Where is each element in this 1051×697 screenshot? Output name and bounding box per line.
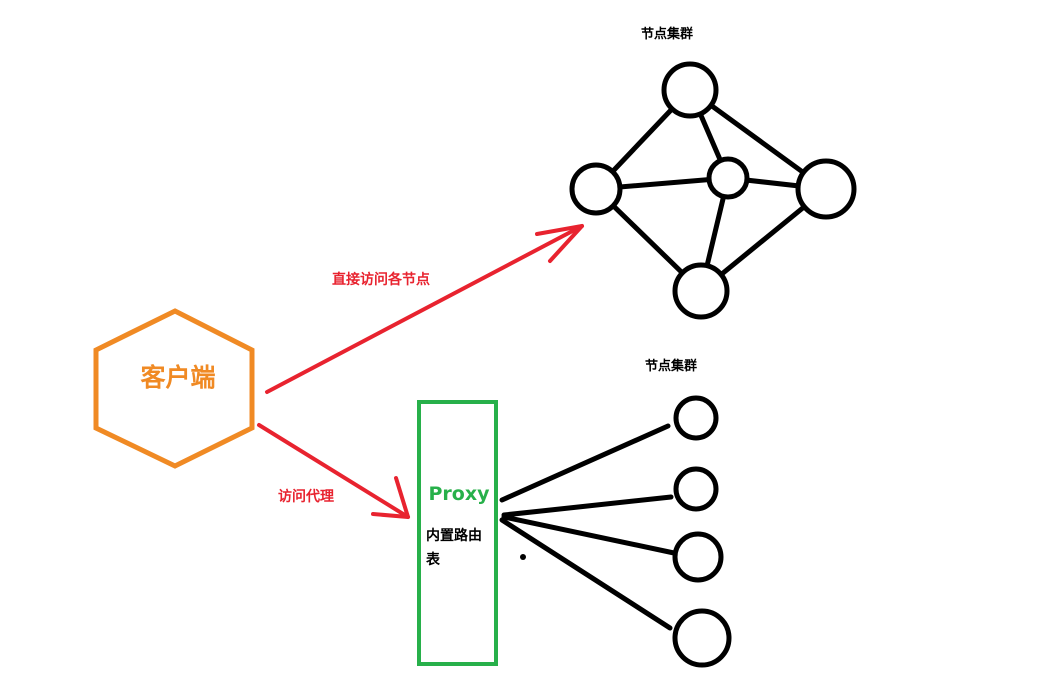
proxy-edge-3 [501,514,677,556]
proxy-node-1 [673,395,719,441]
proxy-node-4 [672,608,732,668]
direct-arrow [265,224,584,394]
proxy-arrow [257,423,410,519]
direct-arrowhead [535,224,584,263]
node-bottom [672,262,730,320]
node-top [661,61,719,119]
proxy-access-label: 访问代理 [278,488,334,505]
client-hexagon [93,308,255,469]
proxy-edge-1 [499,423,671,503]
proxy-node-edges [499,423,677,631]
proxy-box [417,400,498,666]
proxy-edge-4 [499,517,673,631]
node-center [706,156,750,200]
stray-dot [520,554,526,560]
proxy-routing-note-line1: 内置路由 [426,527,482,544]
proxy-arrowhead [371,476,410,519]
node-right [795,158,857,220]
proxy-title: Proxy [429,483,491,505]
top-cluster-nodes [569,61,857,320]
proxy-edge-2 [501,494,674,518]
direct-access-label: 直接访问各节点 [332,271,430,288]
node-left [569,162,623,216]
proxy-node-3 [672,531,724,583]
proxy-node-2 [673,466,719,512]
proxy-routing-note-line2: 表 [425,551,441,568]
client-label: 客户端 [140,363,215,392]
top-cluster-title: 节点集群 [641,26,693,42]
bottom-cluster-title: 节点集群 [645,358,697,374]
bottom-cluster-nodes [672,395,732,668]
